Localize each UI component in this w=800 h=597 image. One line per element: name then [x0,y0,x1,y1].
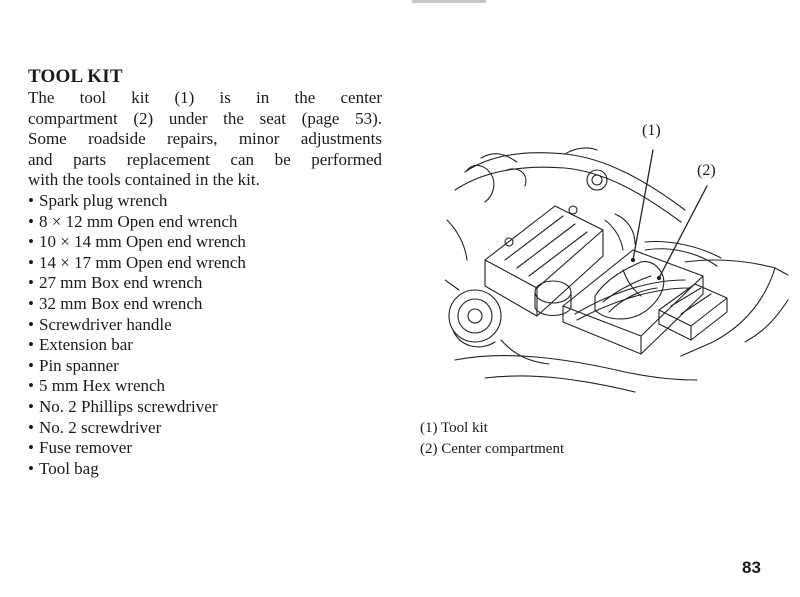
bullet-icon: • [28,458,34,478]
intro-paragraph: The tool kit (1) is in the center compar… [28,88,382,191]
tool-list-item: •No. 2 screwdriver [28,418,382,439]
tool-name: Spark plug wrench [39,190,168,210]
bullet-icon: • [28,273,34,293]
figure-captions: (1) Tool kit (2) Center compartment [420,418,564,460]
tool-name: 5 mm Hex wrench [39,376,166,396]
intro-line: Some roadside repairs, minor adjustments [28,129,382,149]
page-number: 83 [742,558,761,577]
tool-name: 14 × 17 mm Open end wrench [39,252,246,272]
tool-name: Extension bar [39,335,133,355]
callout-center-compartment: (2) [697,162,716,179]
tool-list-item: •Pin spanner [28,356,382,377]
page-top-mark [412,0,486,3]
bullet-icon: • [28,293,34,313]
bullet-icon: • [28,211,34,231]
tool-list-item: •32 mm Box end wrench [28,294,382,315]
bullet-icon: • [28,314,34,334]
intro-line: compartment (2) under the seat (page 53)… [28,108,382,128]
tool-name: Screwdriver handle [39,314,172,334]
tool-list-item: •Screwdriver handle [28,315,382,336]
tool-name: 8 × 12 mm Open end wrench [39,211,238,231]
tool-list-item: •10 × 14 mm Open end wrench [28,232,382,253]
tool-list: •Spark plug wrench •8 × 12 mm Open end w… [28,191,382,479]
tool-name: 10 × 14 mm Open end wrench [39,232,246,252]
motorcycle-under-seat-drawing [444,147,789,393]
caption-center-compartment: (2) Center compartment [420,441,565,457]
bullet-icon: • [28,190,34,210]
tool-list-item: •8 × 12 mm Open end wrench [28,212,382,233]
bullet-icon: • [28,396,34,416]
tool-name: Pin spanner [39,355,119,375]
caption-tool-kit: (1) Tool kit [420,420,488,436]
intro-line: and parts replacement can be performed [28,149,382,169]
bullet-icon: • [28,355,34,375]
section-title: TOOL KIT [28,66,123,87]
bullet-icon: • [28,232,34,252]
tool-name: No. 2 screwdriver [39,417,162,437]
bullet-icon: • [28,438,34,458]
tool-name: 27 mm Box end wrench [39,273,203,293]
tool-list-item: •Tool bag [28,459,382,480]
bullet-icon: • [28,376,34,396]
bullet-icon: • [28,252,34,272]
tool-list-item: •5 mm Hex wrench [28,376,382,397]
callout-tool-kit: (1) [642,122,661,139]
bullet-icon: • [28,335,34,355]
bullet-icon: • [28,417,34,437]
intro-line: The tool kit (1) is in the center [28,88,382,107]
intro-line: with the tools contained in the kit. [28,170,260,190]
tool-list-item: •27 mm Box end wrench [28,273,382,294]
tool-list-item: •No. 2 Phillips screwdriver [28,397,382,418]
tool-list-item: •Spark plug wrench [28,191,382,212]
tool-kit-illustration: (1) (2) [444,110,789,406]
tool-name: 32 mm Box end wrench [39,293,203,313]
tool-list-item: •14 × 17 mm Open end wrench [28,253,382,274]
tool-name: No. 2 Phillips screwdriver [39,396,218,416]
tool-name: Tool bag [39,458,99,478]
tool-list-item: •Extension bar [28,335,382,356]
tool-list-item: •Fuse remover [28,438,382,459]
tool-name: Fuse remover [39,438,133,458]
tool-kit-section: TOOL KIT The tool kit (1) is in the cent… [28,66,382,479]
